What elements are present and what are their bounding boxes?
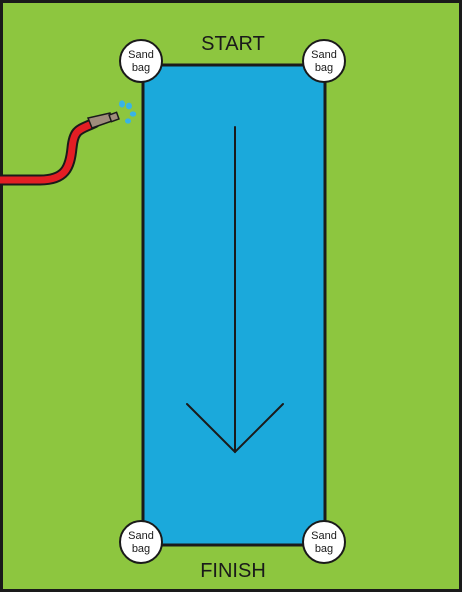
sandbag-label-line2: bag xyxy=(132,62,150,74)
sandbag-label-line2: bag xyxy=(132,543,150,555)
sandbag-label-line2: bag xyxy=(315,543,333,555)
sandbag-label-line1: Sand xyxy=(311,49,337,61)
garden-hose-icon xyxy=(0,111,120,186)
sandbag-label-line2: bag xyxy=(315,62,333,74)
sandbag-bottom-right: Sand bag xyxy=(302,520,346,564)
sandbag-top-right: Sand bag xyxy=(302,39,346,83)
sandbag-label-line1: Sand xyxy=(128,49,154,61)
finish-label: FINISH xyxy=(200,560,266,582)
water-spray-icon xyxy=(119,100,137,124)
down-arrow-icon xyxy=(186,126,284,454)
sandbag-label-line1: Sand xyxy=(311,530,337,542)
start-label: START xyxy=(201,33,265,55)
sandbag-label-line1: Sand xyxy=(128,530,154,542)
sandbag-bottom-left: Sand bag xyxy=(119,520,163,564)
sandbag-top-left: Sand bag xyxy=(119,39,163,83)
